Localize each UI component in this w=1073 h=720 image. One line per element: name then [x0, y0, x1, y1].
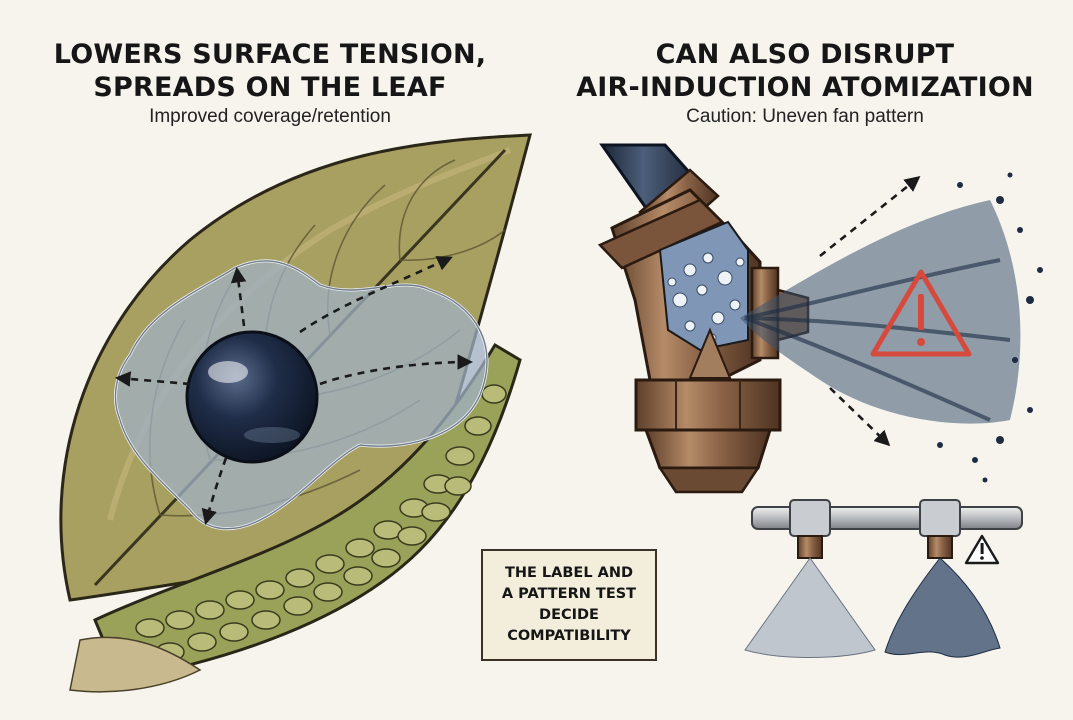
- small-warning-icon: [964, 534, 1000, 565]
- note-text: THE LABEL AND A PATTERN TEST DECIDE COMP…: [502, 563, 636, 647]
- compatibility-note-box: THE LABEL AND A PATTERN TEST DECIDE COMP…: [481, 549, 657, 661]
- spray-boom: [744, 499, 1023, 658]
- note-line-3: DECIDE: [539, 607, 599, 623]
- warning-triangle-icon: [870, 269, 972, 357]
- left-subtitle: Improved coverage/retention: [149, 106, 391, 127]
- left-heading-line-2: SPREADS ON THE LEAF: [93, 72, 447, 103]
- note-line-1: THE LABEL AND: [504, 565, 634, 581]
- spreading-droplet-film: [113, 259, 489, 531]
- note-line-4: COMPATIBILITY: [507, 628, 631, 644]
- note-line-2: A PATTERN TEST: [501, 586, 637, 602]
- uneven-spray-pattern: [884, 557, 1001, 658]
- water-droplet: [185, 330, 319, 464]
- left-heading: LOWERS SURFACE TENSION, SPREADS ON THE L…: [40, 38, 500, 104]
- spreading-arrow-icon: [319, 354, 474, 386]
- even-spray-pattern: [744, 557, 876, 658]
- left-heading-line-1: LOWERS SURFACE TENSION,: [53, 39, 487, 70]
- spreading-arrow-icon: [201, 457, 228, 526]
- right-heading-line-1: CAN ALSO DISRUPT: [655, 39, 955, 70]
- uneven-spray-fan: [740, 172, 1043, 483]
- right-heading: CAN ALSO DISRUPT AIR-INDUCTION ATOMIZATI…: [560, 38, 1050, 104]
- spreading-arrows: [114, 256, 474, 526]
- spreading-arrow-icon: [230, 266, 247, 327]
- right-heading-line-2: AIR-INDUCTION ATOMIZATION: [576, 72, 1034, 103]
- spreading-arrow-icon: [299, 256, 453, 334]
- right-subtitle: Caution: Uneven fan pattern: [686, 106, 924, 127]
